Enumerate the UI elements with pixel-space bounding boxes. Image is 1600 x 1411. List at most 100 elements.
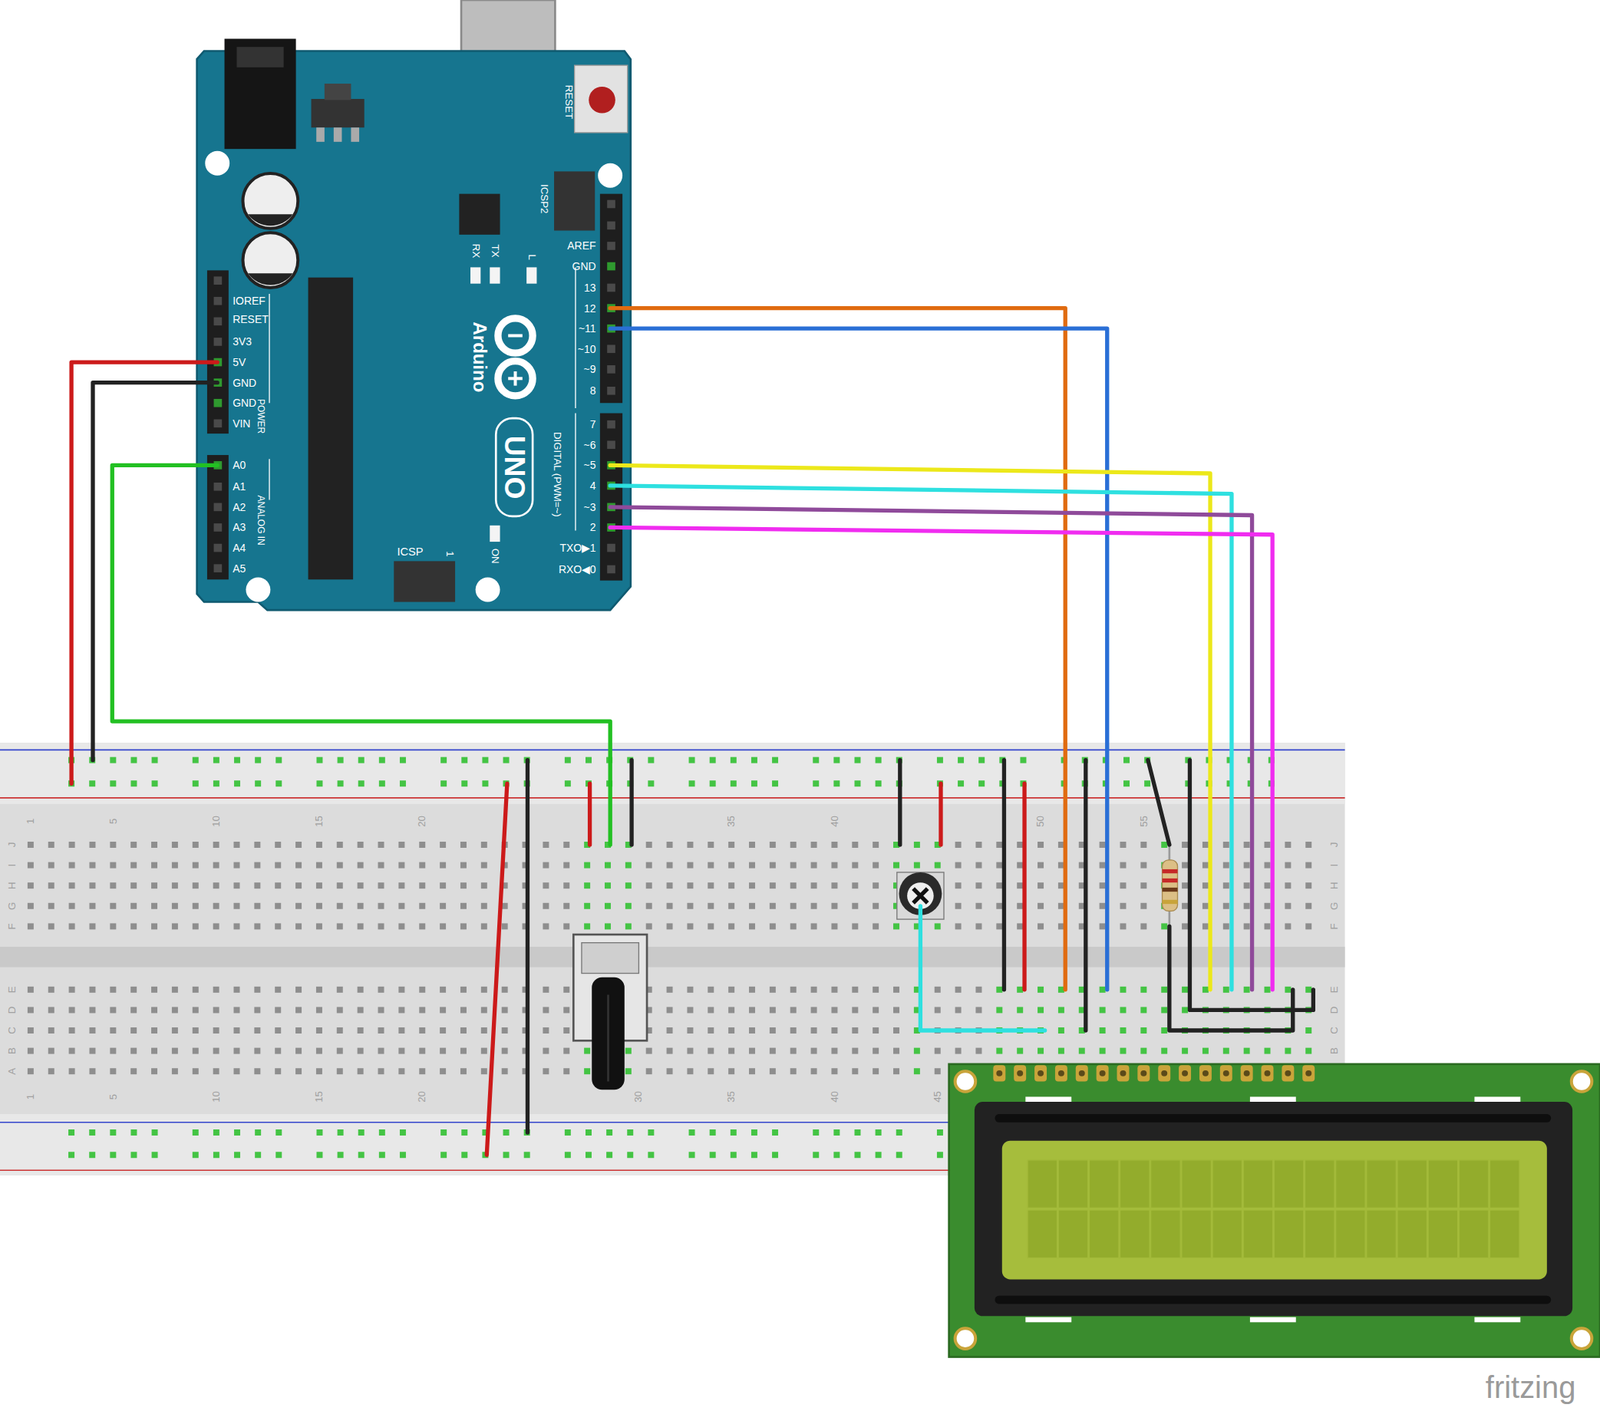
header-pin: [607, 200, 616, 209]
breadboard-hole: [686, 923, 693, 930]
breadboard-hole: [996, 903, 1003, 910]
breadboard-hole: [48, 841, 55, 848]
breadboard-hole: [439, 841, 446, 848]
breadboard-hole: [604, 862, 611, 869]
breadboard-hole: [89, 841, 96, 848]
breadboard-hole: [460, 1048, 467, 1055]
breadboard-hole: [646, 841, 653, 848]
breadboard-hole: [275, 1129, 282, 1136]
breadboard-hole: [936, 1151, 944, 1158]
breadboard-hole: [833, 757, 840, 764]
lcd-cell: [1151, 1160, 1182, 1208]
breadboard-hole: [872, 903, 879, 910]
lcd-pin: [992, 1065, 1006, 1082]
breadboard-hole: [1223, 841, 1230, 848]
breadboard-hole: [1119, 986, 1126, 993]
breadboard-hole: [1202, 903, 1209, 910]
breadboard-hole: [646, 882, 653, 889]
breadboard-hole: [274, 882, 281, 889]
breadboard-hole: [728, 1048, 735, 1055]
breadboard-hole: [1016, 862, 1023, 869]
breadboard-hole: [1284, 923, 1291, 930]
breadboard-hole: [790, 1048, 797, 1055]
breadboard-hole: [542, 1068, 549, 1075]
breadboard-hole: [213, 903, 220, 910]
breadboard-hole: [1140, 903, 1147, 910]
breadboard-hole: [728, 862, 735, 869]
breadboard-hole: [646, 1068, 653, 1075]
pin-label: VIN: [232, 418, 251, 429]
breadboard-hole: [336, 882, 344, 889]
breadboard-hole: [1140, 862, 1147, 869]
breadboard-hole: [1223, 882, 1230, 889]
breadboard-hole: [398, 882, 405, 889]
breadboard-hole: [1119, 862, 1126, 869]
wire: [610, 328, 1108, 990]
breadboard-hole: [89, 903, 96, 910]
row-letter: G: [1329, 902, 1340, 911]
lcd-pin: [1058, 1070, 1065, 1077]
breadboard-hole: [790, 882, 797, 889]
breadboard-hole: [1305, 986, 1312, 993]
breadboard-hole: [439, 903, 446, 910]
breadboard-hole: [748, 923, 756, 930]
board-label: ICSP: [396, 546, 423, 558]
pin-label: A2: [232, 501, 246, 513]
breadboard-hole: [1305, 862, 1312, 869]
breadboard-hole: [398, 923, 405, 930]
breadboard-hole: [460, 862, 467, 869]
header-marking: [268, 293, 270, 403]
breadboard-hole: [89, 923, 96, 930]
pin-label: 12: [583, 303, 597, 314]
breadboard-hole: [790, 903, 797, 910]
breadboard-hole: [130, 780, 137, 787]
lcd-cell: [1458, 1210, 1489, 1258]
lcd-cell: [1058, 1160, 1089, 1208]
breadboard-hole: [378, 841, 385, 848]
breadboard-hole: [48, 1006, 55, 1013]
breadboard-hole: [398, 1068, 405, 1075]
breadboard-hole: [647, 1151, 654, 1158]
breadboard-hole: [109, 780, 116, 787]
breadboard-hole: [686, 882, 693, 889]
lcd-pin: [1034, 1065, 1047, 1082]
breadboard-hole: [666, 841, 673, 848]
breadboard-hole: [709, 757, 716, 764]
breadboard-hole: [398, 862, 405, 869]
breadboard-hole: [130, 923, 137, 930]
pin-label: 3V3: [232, 336, 252, 347]
breadboard-hole: [234, 780, 241, 787]
breadboard-hole: [831, 1068, 838, 1075]
breadboard-hole: [1119, 882, 1126, 889]
breadboard-hole: [1202, 923, 1209, 930]
pin-label: GND: [572, 260, 597, 272]
led: [470, 267, 481, 284]
breadboard-hole: [707, 841, 714, 848]
breadboard-hole: [748, 1068, 756, 1075]
breadboard-hole: [707, 1006, 714, 1013]
breadboard-hole: [295, 1006, 302, 1013]
breadboard-hole: [1181, 986, 1188, 993]
breadboard-hole: [728, 986, 735, 993]
breadboard-hole: [316, 1068, 323, 1075]
breadboard-hole: [439, 1006, 446, 1013]
breadboard-hole: [439, 986, 446, 993]
breadboard-hole: [336, 903, 344, 910]
breadboard-hole: [955, 882, 962, 889]
breadboard-hole: [48, 923, 55, 930]
breadboard-hole: [151, 1006, 158, 1013]
mounting-hole: [955, 1071, 977, 1092]
trimmer-dial: [913, 888, 928, 904]
breadboard-hole: [481, 882, 488, 889]
breadboard-hole: [975, 1006, 982, 1013]
jumper-wire: [1189, 760, 1313, 1011]
breadboard-hole: [625, 882, 632, 889]
breadboard-hole: [957, 757, 964, 764]
breadboard-hole: [295, 1068, 302, 1075]
breadboard-hole: [109, 862, 116, 869]
lcd-pin: [1119, 1070, 1126, 1077]
breadboard-hole: [398, 1048, 405, 1055]
column-number: 10: [211, 1091, 222, 1103]
breadboard-hole: [851, 1068, 858, 1075]
breadboard-hole: [27, 1006, 34, 1013]
